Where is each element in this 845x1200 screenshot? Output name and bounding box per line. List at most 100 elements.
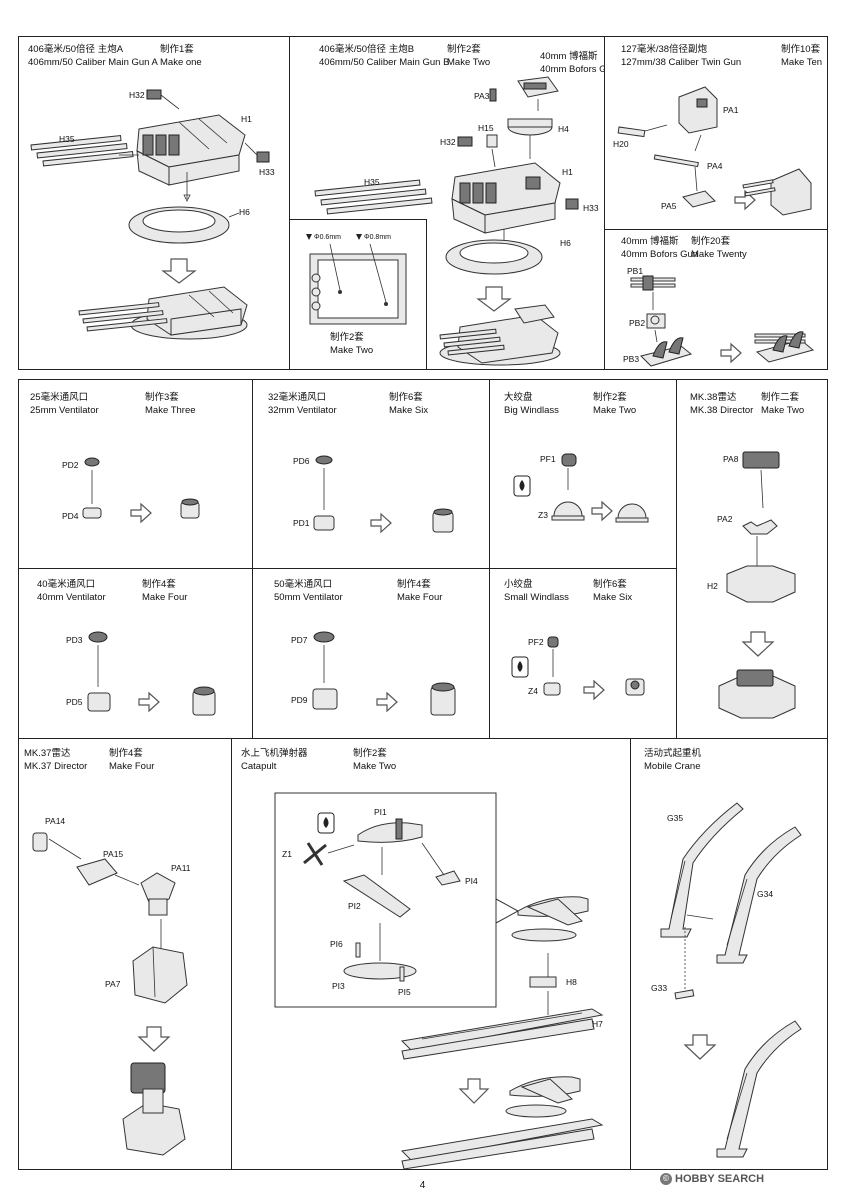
- twin-gun-assembled: [770, 168, 812, 216]
- part-pi3: [343, 962, 417, 980]
- barbette-h6: [445, 239, 543, 275]
- small-windlass-diagram: [511, 636, 645, 701]
- label-pd6: PD6: [293, 456, 310, 466]
- label-h4: H4: [558, 124, 569, 134]
- pe-inset-diagram: [306, 234, 407, 325]
- label-pi4: PI4: [465, 876, 478, 886]
- seaplane-assembled: [511, 896, 589, 942]
- make-cn: 制作4套: [109, 748, 143, 759]
- title-en: 40mm Bofors Gun: [621, 249, 699, 260]
- label-h35: H35: [364, 177, 380, 187]
- part-h2: [726, 565, 796, 603]
- label-h33: H33: [583, 203, 599, 213]
- part-pi2: [342, 874, 411, 918]
- make-cn: 制作4套: [397, 579, 431, 590]
- title-cn: 50毫米通风口: [274, 579, 333, 590]
- title-en: 50mm Ventilator: [274, 592, 343, 603]
- label-pa7: PA7: [105, 979, 121, 989]
- part-pd3: [88, 631, 108, 643]
- make-en: Make Six: [389, 405, 429, 416]
- label-pa15: PA15: [103, 849, 124, 859]
- make-en: Make Three: [145, 405, 196, 416]
- make-cn: 制作2套: [330, 332, 364, 343]
- label-pa4: PA4: [707, 161, 723, 171]
- part-pb3: [640, 337, 693, 367]
- watermark-text: HOBBY SEARCH: [675, 1173, 765, 1185]
- title-cn: 活动式起重机: [644, 748, 702, 759]
- title-cn: 127毫米/38倍径副炮: [621, 44, 708, 55]
- main-gun-a-diagram: [30, 89, 270, 340]
- label-h35: H35: [59, 134, 75, 144]
- part-pa15: [76, 858, 118, 886]
- part-g34: [716, 826, 802, 964]
- part-pa8: [742, 451, 780, 469]
- label-diameter-06: Φ0.6mm: [314, 234, 341, 241]
- catapult-assembled: [400, 1076, 604, 1169]
- label-pd2: PD2: [62, 460, 79, 470]
- label-z3: Z3: [538, 510, 548, 520]
- page-number: 4: [419, 1180, 426, 1191]
- mk37-assembled: [122, 1062, 186, 1156]
- title-en: Catapult: [241, 761, 277, 772]
- sub-title-en: 40mm Bofors Gun: [540, 64, 604, 75]
- label-pb1: PB1: [627, 266, 644, 276]
- label-pi5: PI5: [398, 987, 411, 997]
- part-pa3: [489, 88, 497, 102]
- make-cn: 制作4套: [142, 579, 176, 590]
- panel-main-gun-a: 406毫米/50倍径 主炮A 406mm/50 Caliber Main Gun…: [18, 36, 290, 370]
- make-en: Make Ten: [781, 57, 823, 68]
- label-h32: H32: [440, 137, 456, 147]
- part-pd7: [313, 631, 335, 643]
- title-en: MK.38 Director: [690, 405, 754, 416]
- label-g34: G34: [757, 889, 774, 899]
- title-cn: 水上飞机弹射器: [241, 748, 308, 759]
- label-pa5: PA5: [661, 201, 677, 211]
- make-cn: 制作3套: [145, 392, 179, 403]
- label-g33: G33: [651, 983, 668, 993]
- vent-40-diagram: [87, 631, 216, 716]
- part-pa4: [653, 154, 699, 168]
- make-cn: 制作2套: [447, 44, 481, 55]
- label-h8: H8: [566, 977, 577, 987]
- label-h32: H32: [129, 90, 145, 100]
- part-pf2: [547, 636, 559, 648]
- bofors-assembled: [754, 331, 815, 363]
- make-en: Make Twenty: [691, 249, 747, 260]
- assembly-arrow-down: [161, 258, 197, 284]
- vent-25-diagram: [82, 457, 200, 524]
- part-h15: [486, 134, 498, 148]
- title-en: Big Windlass: [504, 405, 559, 416]
- title-cn: MK.37雷达: [24, 748, 71, 759]
- panel-32mm-ventilator: 32毫米通风口 32mm Ventilator 制作6套 Make Six PD…: [252, 379, 490, 569]
- make-en: Make Two: [593, 405, 637, 416]
- part-pd2: [84, 457, 100, 467]
- part-z4: [543, 682, 561, 696]
- title-cn: 32毫米通风口: [268, 392, 327, 403]
- label-pd3: PD3: [66, 635, 83, 645]
- twin-gun-diagram: [617, 86, 812, 216]
- title-en: 25mm Ventilator: [30, 405, 99, 416]
- part-pb1: [630, 275, 676, 291]
- label-pb3: PB3: [623, 354, 640, 364]
- part-pa2: [742, 519, 778, 535]
- gun-barrels-h35: [30, 135, 139, 167]
- label-z1: Z1: [282, 849, 292, 859]
- title-cn: 40毫米通风口: [37, 579, 96, 590]
- make-cn: 制作6套: [593, 579, 627, 590]
- panel-big-windlass: 大绞盘 Big Windlass 制作2套 Make Two PF1 Z3: [489, 379, 677, 569]
- panel-mk37-director: MK.37雷达 MK.37 Director 制作4套 Make Four PA…: [18, 738, 232, 1170]
- label-pi1: PI1: [374, 807, 387, 817]
- label-pa2: PA2: [717, 514, 733, 524]
- label-pi3: PI3: [332, 981, 345, 991]
- make-cn: 制作6套: [389, 392, 423, 403]
- make-cn: 制作2套: [593, 392, 627, 403]
- panel-40mm-ventilator: 40毫米通风口 40mm Ventilator 制作4套 Make Four P…: [18, 568, 253, 739]
- turret-a-assembled: [78, 286, 248, 340]
- part-h8: [529, 976, 557, 988]
- gun-barrels-h35: [314, 179, 433, 215]
- part-pi6: [355, 942, 361, 958]
- label-pf1: PF1: [540, 454, 556, 464]
- mk38-diagram: [718, 451, 796, 719]
- part-pd4: [82, 507, 102, 519]
- title-en: 32mm Ventilator: [268, 405, 337, 416]
